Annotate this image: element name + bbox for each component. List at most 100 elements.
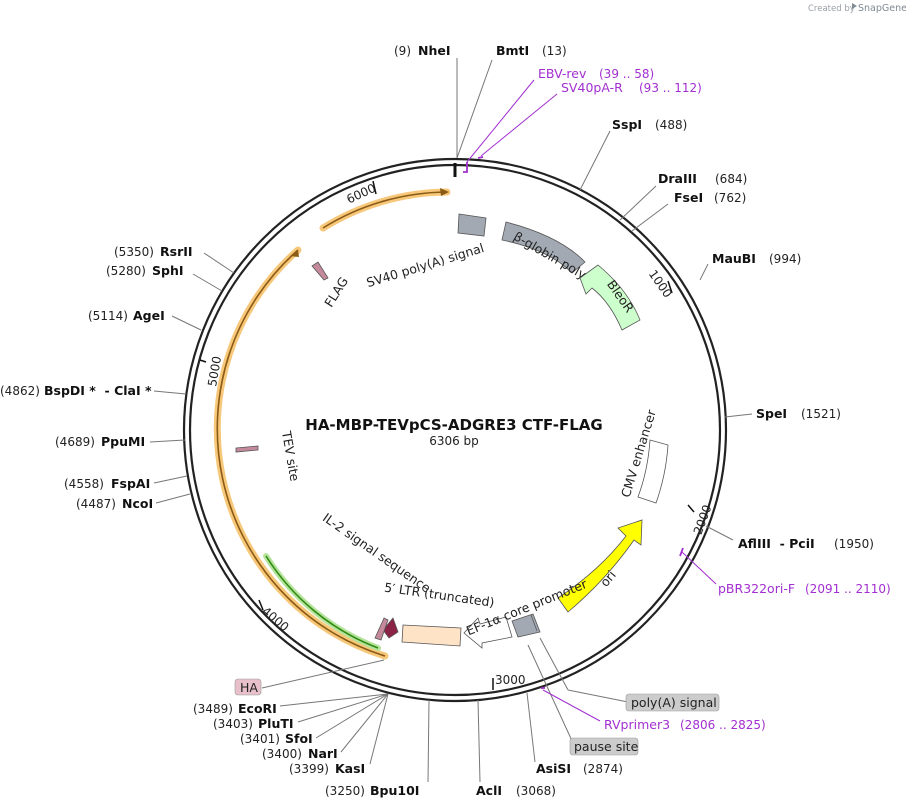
enzyme-name: AsiSI	[536, 761, 571, 776]
primer-ebv-rev: EBV-rev (39 .. 58)	[538, 66, 654, 81]
primer-rvprimer3: RVprimer3 (2806 .. 2825)	[604, 717, 766, 732]
enzyme-name: AclI	[476, 783, 502, 798]
credit-prefix: Created by	[808, 4, 855, 14]
enzyme-name: EcoRI	[238, 701, 277, 716]
enzyme-position: (1521)	[801, 407, 841, 421]
feature-sv40-polya: SV40 poly(A) signal	[365, 213, 487, 290]
enzyme-name: SspI	[612, 117, 642, 132]
enzyme-position: (3068)	[516, 784, 556, 798]
enzyme-leaders	[149, 58, 753, 783]
enzyme-bpu10i: (3250) Bpu10I	[325, 783, 419, 798]
enzyme-kasi: (3399) KasI	[289, 761, 365, 776]
enzyme-name: NheI	[418, 43, 451, 58]
enzyme-nhei: (9) NheI	[394, 43, 451, 58]
tick-label: 4000	[259, 604, 291, 634]
enzyme-fspai: (4558) FspAI	[64, 476, 150, 491]
primer-name: pBR322ori-F	[718, 581, 795, 596]
enzyme-position: (3489)	[193, 702, 233, 716]
enzyme-afliii-pcii: AflIII - PciI (1950)	[738, 536, 874, 551]
enzyme-name: SphI	[152, 263, 184, 278]
primer-sv40pa-r: SV40pA-R (93 .. 112)	[561, 80, 702, 95]
enzyme-draiii: DraIII (684)	[658, 171, 747, 186]
enzyme-name: SpeI	[756, 406, 787, 421]
enzyme-ncoi: (4487) NcoI	[76, 496, 153, 511]
label-ha: HA	[240, 680, 258, 695]
enzyme-position: (3400)	[262, 747, 302, 761]
enzyme-name: RsrII	[160, 244, 193, 259]
enzyme-position: (13)	[542, 44, 567, 58]
map-length: 6306 bp	[429, 434, 479, 448]
label-sv40-polya: SV40 poly(A) signal	[365, 240, 486, 290]
enzyme-position: (4862)	[0, 384, 40, 398]
feature-bleor: BleoR	[579, 264, 641, 331]
primer-name: RVprimer3	[604, 717, 670, 732]
enzyme-position: (9)	[394, 44, 411, 58]
enzyme-ppumi: (4689) PpuMI	[55, 434, 145, 449]
enzyme-nari: (3400) NarI	[262, 746, 338, 761]
enzyme-position: (5280)	[106, 264, 146, 278]
enzyme-name: PpuMI	[101, 434, 145, 449]
label-5ltr: 5′ LTR (truncated)	[383, 580, 495, 610]
enzyme-sspi: SspI (488)	[612, 117, 687, 132]
feature-cmv-enhancer: CMV enhancer	[618, 407, 669, 504]
feature-tev-site: TEV site	[235, 429, 303, 483]
label-box-polya-signal: poly(A) signal	[625, 693, 720, 712]
backbone	[182, 157, 728, 703]
enzyme-position: (5350)	[114, 245, 154, 259]
enzyme-position: (3403)	[213, 717, 253, 731]
primer-range: (2091 .. 2110)	[805, 582, 891, 596]
feature-il2-signal: IL-2 signal sequence	[320, 510, 434, 641]
enzyme-ecori: (3489) EcoRI	[193, 701, 277, 716]
enzyme-sphi: (5280) SphI	[106, 263, 184, 278]
label-box-ha: HA	[234, 678, 262, 696]
enzyme-name: NarI	[308, 746, 338, 761]
enzyme-bspdi-clai: (4862) BspDI * - ClaI *	[0, 383, 152, 398]
enzyme-name: FspAI	[111, 476, 150, 491]
enzyme-sfoi: (3401) SfoI	[240, 731, 313, 746]
enzyme-position: (684)	[715, 172, 747, 186]
enzyme-name: MauBI	[712, 251, 756, 266]
primer-marks	[463, 156, 684, 689]
label-il2-signal: IL-2 signal sequence	[320, 510, 434, 596]
enzyme-position: (3250)	[325, 784, 365, 798]
enzyme-position: (994)	[769, 252, 801, 266]
enzyme-position: (4487)	[76, 497, 116, 511]
enzyme-name: KasI	[335, 761, 365, 776]
orf-arc	[213, 188, 451, 660]
snapgene-logo-icon	[852, 3, 857, 9]
enzyme-position: (488)	[655, 118, 687, 132]
enzyme-name: BspDI * - ClaI *	[44, 383, 152, 398]
map-title: HA-MBP-TEVpCS-ADGRE3 CTF-FLAG	[305, 416, 602, 434]
enzyme-name: AgeI	[133, 308, 165, 323]
enzyme-name: BmtI	[496, 43, 529, 58]
primer-range: (2806 .. 2825)	[680, 718, 766, 732]
tick-label: 3000	[495, 673, 526, 687]
enzyme-name: NcoI	[122, 496, 153, 511]
enzyme-name: Bpu10I	[370, 783, 419, 798]
map-center: HA-MBP-TEVpCS-ADGRE3 CTF-FLAG 6306 bp	[305, 416, 602, 448]
label-tev-site: TEV site	[279, 429, 303, 483]
enzyme-spei: SpeI (1521)	[756, 406, 841, 421]
tick-label: 1000	[646, 267, 675, 300]
enzyme-rsrii: (5350) RsrII	[114, 244, 193, 259]
enzyme-name: FseI	[674, 190, 703, 205]
enzyme-position: (3401)	[240, 732, 280, 746]
primer-range: (93 .. 112)	[639, 81, 702, 95]
enzyme-position: (3399)	[289, 762, 329, 776]
enzyme-maubi: MauBI (994)	[712, 251, 801, 266]
enzyme-position: (762)	[714, 191, 746, 205]
enzyme-bmti: BmtI (13)	[496, 43, 567, 58]
credit-brand: SnapGene	[858, 3, 906, 14]
primer-name: EBV-rev	[538, 66, 587, 81]
enzyme-position: (5114)	[88, 309, 128, 323]
enzyme-position: (4558)	[64, 477, 104, 491]
primer-pbr322ori-f: pBR322ori-F (2091 .. 2110)	[718, 581, 891, 596]
label-box-pause-site: pause site	[569, 737, 639, 756]
label-polya-signal: poly(A) signal	[631, 695, 717, 710]
feature-ori: ori	[557, 519, 643, 613]
enzyme-name: SfoI	[285, 731, 313, 746]
enzyme-agei: (5114) AgeI	[88, 308, 165, 323]
enzyme-asisi: AsiSI (2874)	[536, 761, 623, 776]
primer-leaders	[466, 79, 717, 722]
